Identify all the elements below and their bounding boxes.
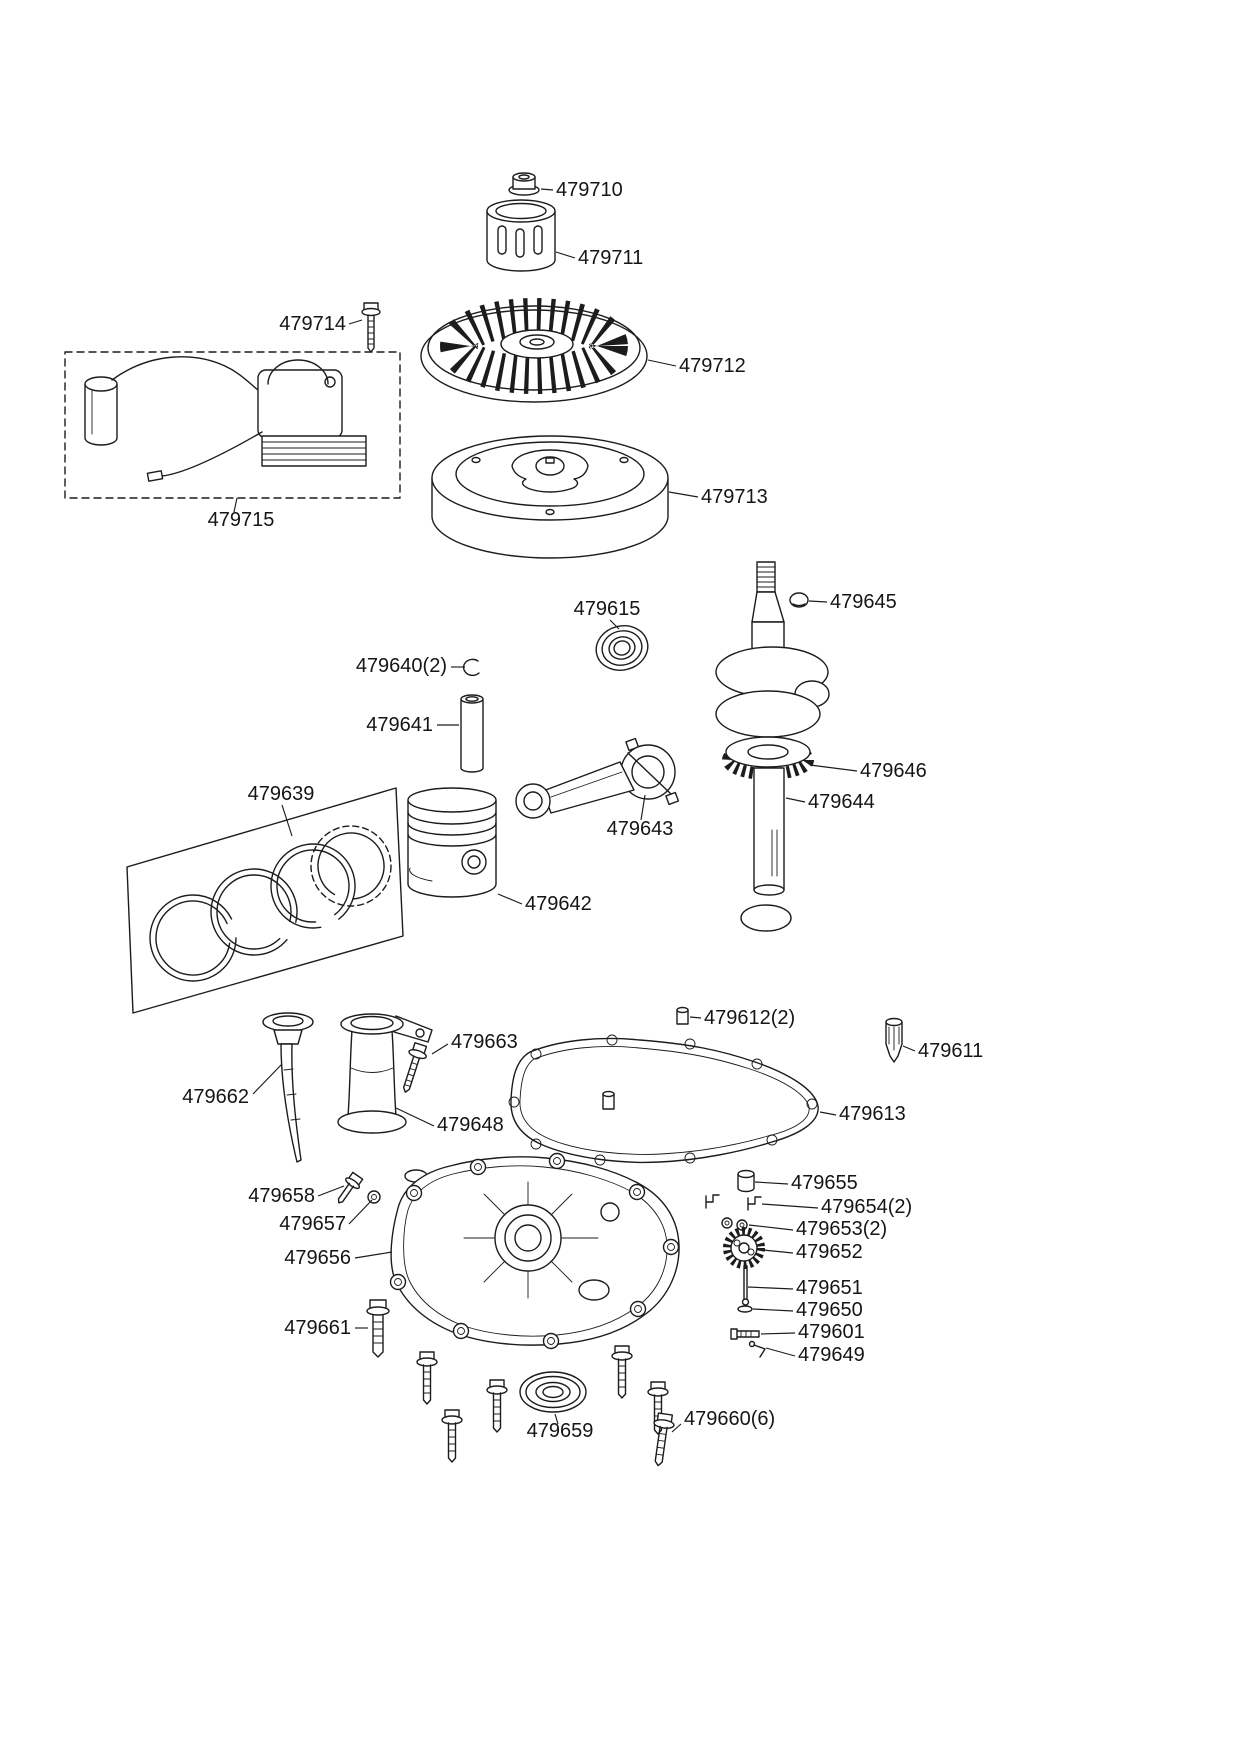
part-piston-ring-set	[126, 787, 404, 1014]
part-label-479661: 479661	[284, 1317, 351, 1339]
part-flywheel-bolt	[361, 302, 381, 353]
part-label-479662: 479662	[182, 1086, 249, 1108]
part-flange-nut	[508, 172, 540, 196]
part-label-479649: 479649	[798, 1344, 865, 1366]
part-sump-bolt-long	[366, 1299, 390, 1358]
part-timing-gear	[722, 736, 814, 780]
part-label-479715: 479715	[208, 509, 275, 531]
part-label-479659: 479659	[527, 1420, 594, 1442]
part-dipstick	[262, 1012, 314, 1163]
part-label-479658: 479658	[248, 1185, 315, 1207]
part-label-479611: 479611	[918, 1040, 983, 1062]
part-label-479657: 479657	[279, 1213, 346, 1235]
leader-lines	[233, 188, 916, 1433]
part-piston	[407, 787, 497, 898]
part-label-479714: 479714	[279, 313, 346, 335]
part-crankshaft-plug	[789, 592, 809, 608]
part-flywheel-fan	[420, 298, 648, 403]
part-label-479660: 479660(6)	[684, 1408, 775, 1430]
part-label-479639: 479639	[248, 783, 315, 805]
part-governor-bolt	[730, 1328, 760, 1340]
part-label-479663: 479663	[451, 1031, 518, 1053]
part-labels: 479710 479711 479714 479712 479713 47971…	[182, 179, 983, 1442]
part-label-479712: 479712	[679, 355, 746, 377]
part-thrust-washer	[737, 1305, 753, 1313]
part-dowel-pin	[602, 1006, 689, 1110]
part-label-479654: 479654(2)	[821, 1196, 912, 1218]
part-label-479642: 479642	[525, 893, 592, 915]
part-label-479653: 479653(2)	[796, 1218, 887, 1240]
part-label-479650: 479650	[796, 1299, 863, 1321]
part-breather-valve	[885, 1017, 903, 1063]
part-label-479656: 479656	[284, 1247, 351, 1269]
part-tube-bolt	[402, 1042, 428, 1093]
part-bearing	[595, 625, 649, 671]
part-piston-pin	[460, 694, 484, 773]
part-retaining-ring	[462, 658, 480, 677]
part-cover-washer	[367, 1190, 381, 1204]
part-governor-arm-pin	[748, 1340, 766, 1358]
part-label-479645: 479645	[830, 591, 897, 613]
part-label-479655: 479655	[791, 1172, 858, 1194]
part-sump-gasket	[508, 1034, 819, 1166]
part-label-479640: 479640(2)	[356, 655, 447, 677]
part-crankshaft	[715, 561, 830, 932]
part-label-479644: 479644	[808, 791, 875, 813]
part-label-479612: 479612(2)	[704, 1007, 795, 1029]
part-oil-fill-tube	[337, 1013, 433, 1134]
part-label-479713: 479713	[701, 486, 768, 508]
part-starter-cup	[486, 199, 556, 272]
part-label-479651: 479651	[796, 1277, 863, 1299]
part-ignition-coil	[64, 351, 401, 499]
part-governor-cup	[737, 1169, 755, 1193]
part-label-479613: 479613	[839, 1103, 906, 1125]
part-label-479711: 479711	[578, 247, 643, 269]
part-label-479643: 479643	[607, 818, 674, 840]
part-flywheel	[431, 435, 669, 559]
part-oil-sump	[389, 1152, 680, 1350]
part-label-479601: 479601	[798, 1321, 865, 1343]
part-oil-seal	[519, 1371, 587, 1413]
part-connecting-rod	[515, 737, 680, 819]
part-governor-gear	[723, 1227, 765, 1269]
part-label-479652: 479652	[796, 1241, 863, 1263]
part-label-479710: 479710	[556, 179, 623, 201]
part-label-479648: 479648	[437, 1114, 504, 1136]
part-label-479615: 479615	[574, 598, 641, 620]
part-cover-bolt	[337, 1171, 364, 1204]
part-label-479641: 479641	[366, 714, 433, 736]
part-governor-clip	[705, 1194, 762, 1211]
part-label-479646: 479646	[860, 760, 927, 782]
part-governor-shaft	[741, 1265, 750, 1306]
